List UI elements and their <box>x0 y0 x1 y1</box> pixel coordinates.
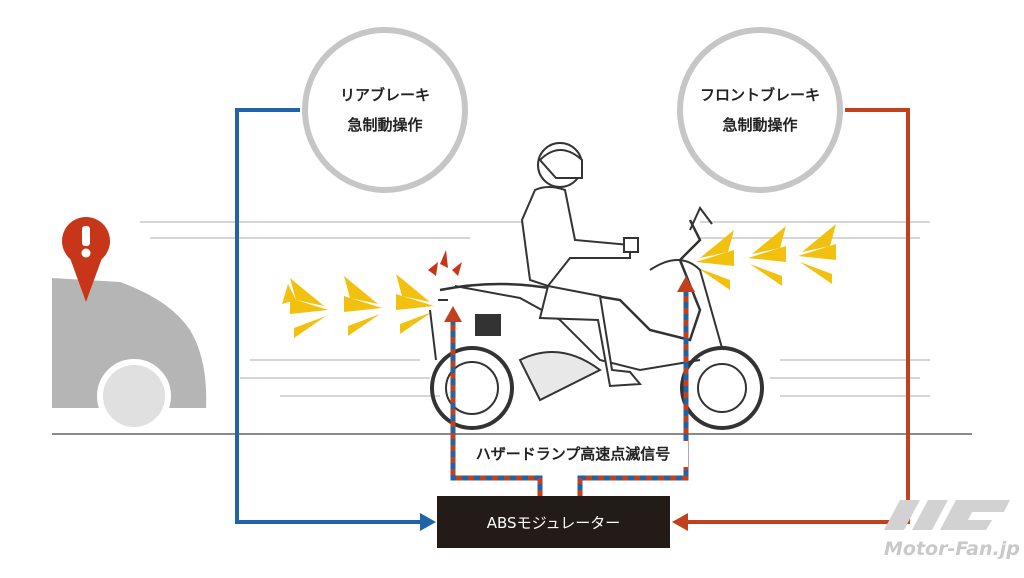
car-rear <box>52 278 207 433</box>
scooter <box>429 206 764 430</box>
rear-brake-circle <box>302 27 468 193</box>
front-line-arrowhead <box>672 513 688 531</box>
abs-modulator-box: ABSモジュレーター <box>437 496 670 548</box>
rear-flash-bursts <box>282 274 434 338</box>
rear-brake-label: リアブレーキ 急制動操作 <box>300 80 470 140</box>
hazard-front-arrowhead <box>677 276 695 292</box>
front-brake-line2: 急制動操作 <box>722 116 798 134</box>
rear-brake-signal-line <box>235 108 422 524</box>
warning-exclamation-icon <box>62 217 110 302</box>
watermark-logo <box>884 500 1010 530</box>
front-brake-circle <box>677 27 843 193</box>
hazard-signal-lines <box>450 292 689 496</box>
front-brake-label: フロントブレーキ 急制動操作 <box>675 80 845 140</box>
front-brake-signal-line <box>686 108 910 524</box>
watermark-text: Motor-Fan.jp <box>884 538 1020 560</box>
front-brake-line1: フロントブレーキ <box>699 86 820 104</box>
rear-brake-line2: 急制動操作 <box>347 116 423 134</box>
flash-burst-icon <box>428 250 462 276</box>
rear-line-arrowhead <box>420 513 436 531</box>
rider <box>520 142 643 388</box>
rear-brake-line1: リアブレーキ <box>339 86 430 104</box>
front-flash-bursts <box>696 224 836 290</box>
hazard-rear-arrowhead <box>444 306 462 322</box>
speed-lines <box>140 221 930 397</box>
hazard-signal-label: ハザードランプ高速点滅信号 <box>458 441 688 467</box>
